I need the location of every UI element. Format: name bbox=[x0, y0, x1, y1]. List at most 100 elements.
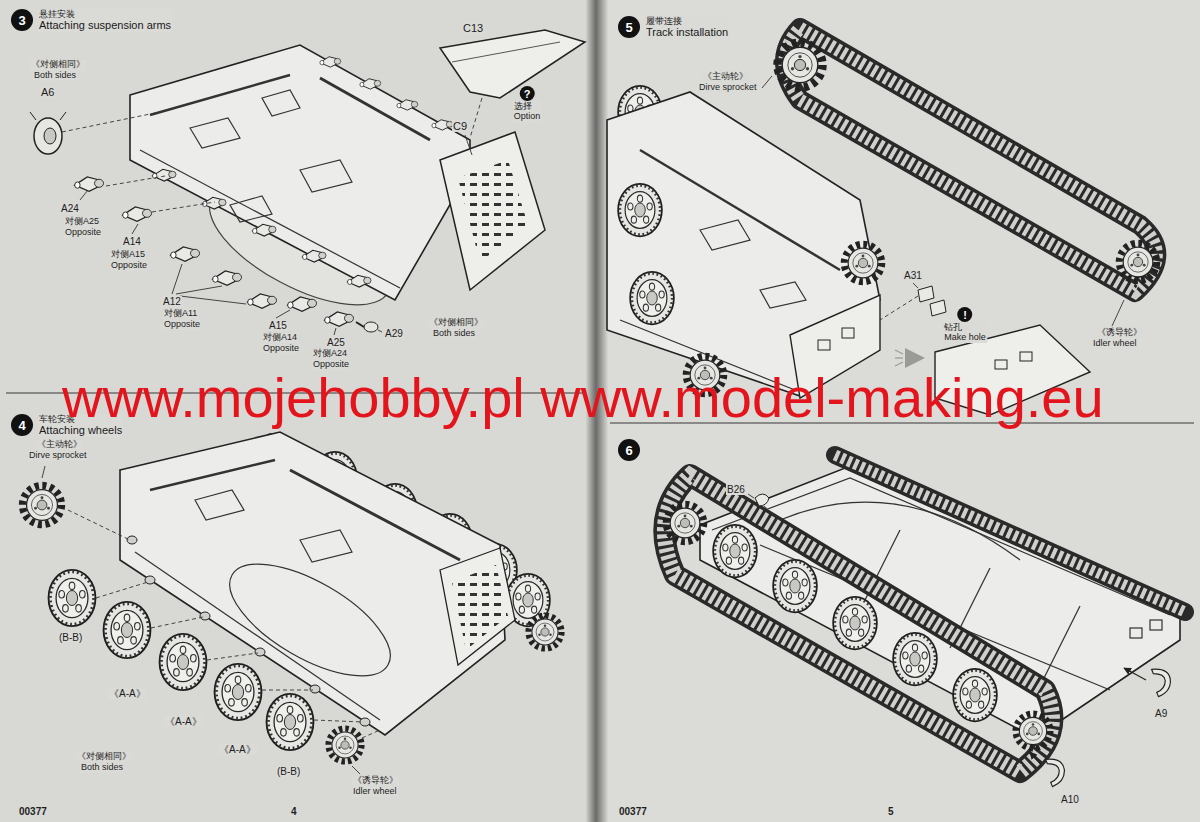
leader-line bbox=[42, 466, 45, 478]
hull-underside bbox=[140, 75, 430, 288]
step-number: 6 bbox=[618, 439, 640, 461]
hull-underside bbox=[360, 79, 381, 89]
hull-with-wheels bbox=[127, 536, 370, 726]
heading-block: 悬挂安装Attaching suspension arms bbox=[38, 9, 172, 32]
leader-line bbox=[276, 310, 290, 318]
leader-line bbox=[262, 690, 313, 691]
leader-line bbox=[68, 510, 130, 540]
note: 对侧A14 bbox=[262, 333, 298, 343]
heading-zh: 悬挂安装 bbox=[38, 9, 172, 19]
hull-tub bbox=[1040, 606, 1080, 686]
hull-underside bbox=[348, 275, 371, 287]
hull-partial bbox=[844, 244, 882, 282]
hull-underside bbox=[300, 160, 352, 192]
leader-line bbox=[207, 653, 258, 660]
near-wheel bbox=[160, 634, 207, 690]
track-run bbox=[664, 475, 1052, 772]
part-number: A25 bbox=[326, 337, 346, 348]
note: 对侧A24 bbox=[312, 349, 348, 359]
hull-with-wheels bbox=[200, 612, 210, 620]
near-wheel bbox=[267, 694, 314, 750]
track-run bbox=[778, 28, 1157, 292]
track-run bbox=[785, 28, 1156, 292]
step-number: 4 bbox=[11, 414, 33, 436]
rear-plate bbox=[452, 42, 560, 62]
make-hole-plate bbox=[905, 348, 925, 368]
part-name: Dirve sprocket bbox=[698, 83, 758, 93]
track-run bbox=[953, 669, 997, 722]
part-number: A29 bbox=[384, 328, 404, 339]
note: Opposite bbox=[262, 344, 300, 354]
note: Both sides bbox=[80, 763, 124, 773]
hull-underside bbox=[130, 45, 470, 300]
leader-line bbox=[172, 264, 182, 294]
hull-tub bbox=[1130, 628, 1142, 638]
leader-line bbox=[176, 286, 222, 294]
leader-line bbox=[352, 766, 360, 774]
suspension-arm-part bbox=[75, 177, 378, 332]
part-a6 bbox=[30, 112, 66, 120]
part-a31 bbox=[880, 296, 918, 320]
part-a6 bbox=[30, 112, 66, 154]
part-number: C9 bbox=[452, 120, 468, 132]
track-run bbox=[833, 597, 877, 650]
hull-underside bbox=[397, 100, 418, 110]
part-number: A31 bbox=[903, 270, 923, 281]
wheel-type: (B-B) bbox=[58, 632, 83, 643]
note: 对侧A11 bbox=[163, 309, 198, 319]
leader-line bbox=[152, 202, 215, 212]
rear-plate bbox=[458, 160, 528, 262]
part-a31 bbox=[930, 300, 946, 316]
hull-with-wheels bbox=[310, 685, 320, 693]
part-number: A15 bbox=[268, 320, 288, 331]
hull-underside bbox=[130, 45, 470, 329]
leader-line bbox=[62, 112, 160, 132]
part-b26 bbox=[755, 494, 769, 506]
suspension-arm-part bbox=[75, 177, 104, 191]
hull-with-wheels bbox=[127, 536, 137, 544]
hull-tub bbox=[1150, 620, 1162, 630]
hull-underside bbox=[153, 169, 176, 181]
leader-line bbox=[132, 224, 138, 234]
part-a31 bbox=[913, 283, 918, 288]
part-number: A24 bbox=[60, 203, 80, 214]
near-wheel bbox=[104, 602, 151, 658]
hull-partial bbox=[630, 272, 674, 325]
part-hook bbox=[1124, 668, 1146, 680]
track-run bbox=[1119, 243, 1157, 281]
hull-underside bbox=[150, 75, 290, 115]
track-run bbox=[785, 28, 1156, 292]
step-heading: 6 bbox=[618, 439, 640, 461]
part-a31 bbox=[918, 286, 934, 302]
note: 对侧A25 bbox=[64, 217, 100, 227]
page-code: 00377 bbox=[18, 806, 48, 817]
note: 《对侧相同》 bbox=[428, 318, 484, 328]
note: Both sides bbox=[432, 329, 476, 339]
hull-partial bbox=[818, 340, 830, 350]
hull-partial bbox=[842, 328, 854, 338]
track-run bbox=[893, 633, 937, 686]
part-hook bbox=[1046, 759, 1065, 786]
heading-en: Make hole bbox=[943, 332, 987, 342]
part-name: 《诱导轮》 bbox=[352, 776, 399, 786]
hull-with-wheels bbox=[120, 432, 515, 735]
track-run bbox=[664, 455, 1185, 772]
icon-symbol: ! bbox=[958, 307, 973, 322]
leader-line bbox=[334, 328, 336, 335]
suspension-arm-part bbox=[248, 294, 277, 308]
note-icon: ?选择Option bbox=[513, 86, 542, 122]
hull-underside bbox=[432, 120, 453, 130]
rear-plate bbox=[440, 132, 545, 290]
hull-underside bbox=[230, 196, 272, 222]
part-number: A10 bbox=[1060, 794, 1080, 805]
hull-with-wheels bbox=[290, 470, 460, 560]
page-number: 5 bbox=[887, 806, 895, 817]
wheel-type: 《A-A》 bbox=[164, 716, 203, 727]
heading-block: 选择Option bbox=[513, 101, 542, 122]
part-b26 bbox=[764, 506, 780, 520]
page-code: 00377 bbox=[618, 806, 648, 817]
hull-with-wheels bbox=[360, 718, 370, 726]
icon-symbol: ? bbox=[520, 86, 535, 101]
heading-zh: 选择 bbox=[513, 101, 542, 111]
